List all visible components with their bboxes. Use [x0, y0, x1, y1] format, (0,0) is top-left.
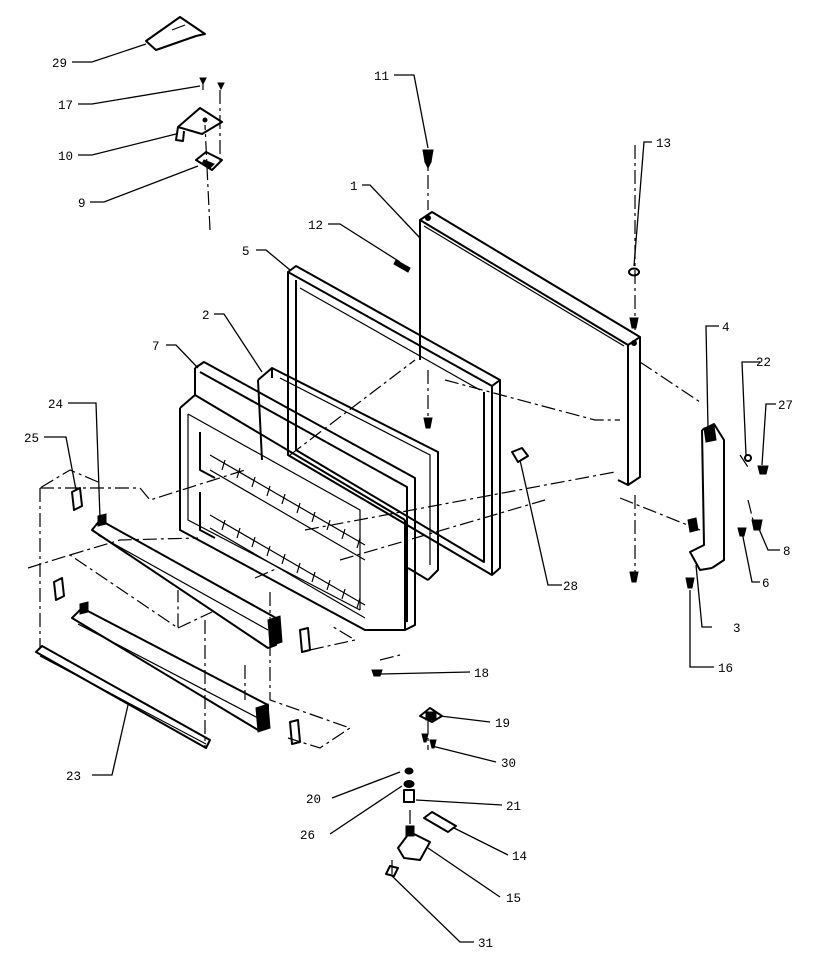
- callout-6: 6: [762, 577, 770, 591]
- callout-21: 21: [506, 800, 521, 814]
- callout-2: 2: [202, 309, 210, 323]
- part-31-spring: [385, 865, 399, 877]
- callout-25: 25: [24, 432, 39, 446]
- part-30-screws: [421, 733, 437, 749]
- callout-19: 19: [495, 717, 510, 731]
- callout-17: 17: [58, 99, 73, 113]
- part-13-screw: [628, 267, 640, 583]
- rail-clip-right-upper: [299, 627, 311, 653]
- part-2-inner-liner: [257, 367, 439, 581]
- callout-11: 11: [374, 70, 389, 84]
- callout-16: 16: [718, 662, 733, 676]
- callout-9: 9: [78, 197, 86, 211]
- part-23-bottom-trim: [35, 645, 211, 749]
- callout-18: 18: [474, 667, 489, 681]
- callout-15: 15: [506, 892, 521, 906]
- callout-28: 28: [563, 580, 578, 594]
- callout-8: 8: [783, 545, 791, 559]
- part-14-stop: [423, 811, 457, 833]
- part-17-screws: [199, 77, 225, 91]
- part-5-door-liner-frame: [287, 265, 501, 576]
- part-18-screw: [371, 669, 383, 677]
- leader-lines: [44, 43, 780, 943]
- part-12-screw: [393, 259, 433, 429]
- callout-3: 3: [733, 622, 741, 636]
- part-25-rail-clip: [71, 487, 83, 511]
- part-20-washer: [404, 767, 414, 775]
- part-7-door-inner-assembly: [179, 361, 416, 631]
- callout-29: 29: [52, 57, 67, 71]
- callout-labels: 29 17 10 9 11 1 12 5 2 7 13 24 25 4 22 2…: [24, 57, 793, 951]
- callout-30: 30: [501, 757, 516, 771]
- part-9-hinge-plate: [195, 151, 223, 171]
- callout-14: 14: [512, 850, 527, 864]
- part-10-top-hinge: [175, 107, 223, 142]
- part-1-outer-door-panel: [419, 211, 641, 486]
- part-24-upper-door-rail: [91, 513, 283, 649]
- callout-12: 12: [308, 219, 323, 233]
- part-15-lower-hinge: [397, 825, 431, 861]
- assembly-lines: [27, 90, 756, 878]
- callout-13: 13: [656, 137, 671, 151]
- callout-10: 10: [58, 150, 73, 164]
- part-4-bottom-hinge-bracket: [687, 423, 725, 571]
- callout-22: 22: [756, 356, 771, 370]
- callout-26: 26: [300, 829, 315, 843]
- callout-1: 1: [350, 180, 358, 194]
- callout-5: 5: [242, 245, 250, 259]
- part-26-21-hinge-pin: [403, 780, 415, 803]
- callout-23: 23: [66, 770, 81, 784]
- part-19-hinge-bracket: [419, 707, 443, 723]
- part-28-plug: [511, 447, 529, 463]
- part-16-screw: [685, 577, 695, 589]
- part-11-screw: [422, 149, 434, 170]
- callout-20: 20: [306, 793, 321, 807]
- callout-7: 7: [152, 340, 160, 354]
- callout-27: 27: [778, 399, 793, 413]
- callout-4: 4: [722, 321, 730, 335]
- callout-31: 31: [478, 937, 493, 951]
- part-lower-door-rail: [53, 577, 301, 745]
- part-22-27-hinge-pins: [744, 454, 769, 475]
- callout-24: 24: [48, 398, 63, 412]
- part-29-hinge-cover: [145, 16, 206, 51]
